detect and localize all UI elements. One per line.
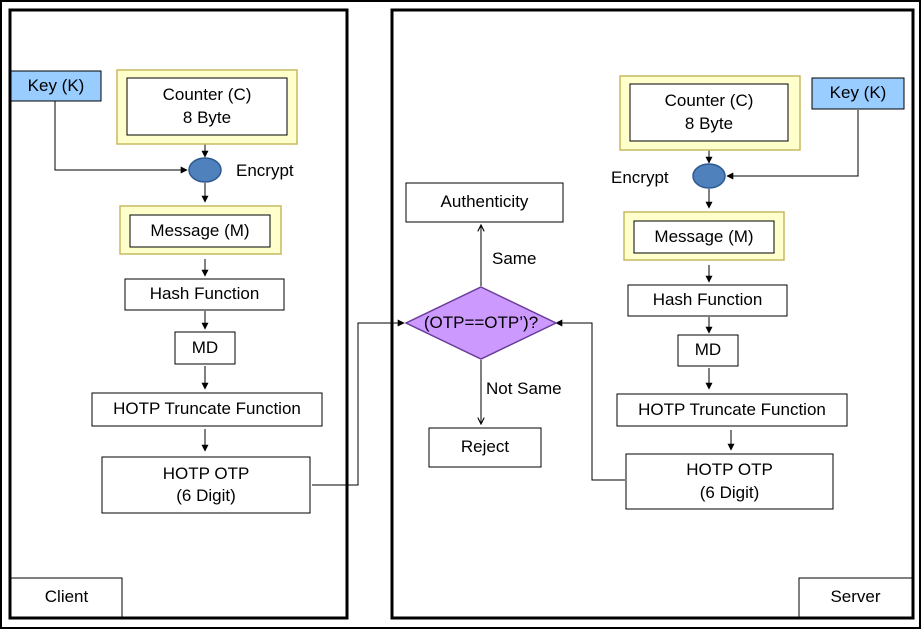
server-hash-box xyxy=(627,284,788,317)
client-truncate-box xyxy=(91,392,323,427)
client-connectors xyxy=(54,101,405,486)
client-title-box xyxy=(10,577,123,618)
client-panel xyxy=(8,8,349,620)
server-panel xyxy=(390,8,915,620)
server-message-box xyxy=(633,220,775,254)
authenticity-box xyxy=(405,182,564,223)
client-otp-box xyxy=(101,456,311,514)
client-key-box xyxy=(10,70,102,102)
client-message-box xyxy=(129,214,271,248)
server-md-box xyxy=(677,334,739,367)
compare-diamond xyxy=(404,286,558,360)
server-key-box xyxy=(811,77,905,110)
client-encrypt-node xyxy=(188,157,222,183)
server-otp-box xyxy=(625,453,834,510)
client-md-box xyxy=(174,331,236,365)
server-encrypt-node xyxy=(692,163,726,189)
server-connectors xyxy=(555,110,859,481)
client-hash-box xyxy=(124,278,285,311)
server-title-box xyxy=(798,577,913,618)
client-counter-box xyxy=(126,77,288,136)
server-truncate-box xyxy=(616,393,848,427)
reject-box xyxy=(428,427,542,468)
server-counter-box xyxy=(629,83,789,142)
